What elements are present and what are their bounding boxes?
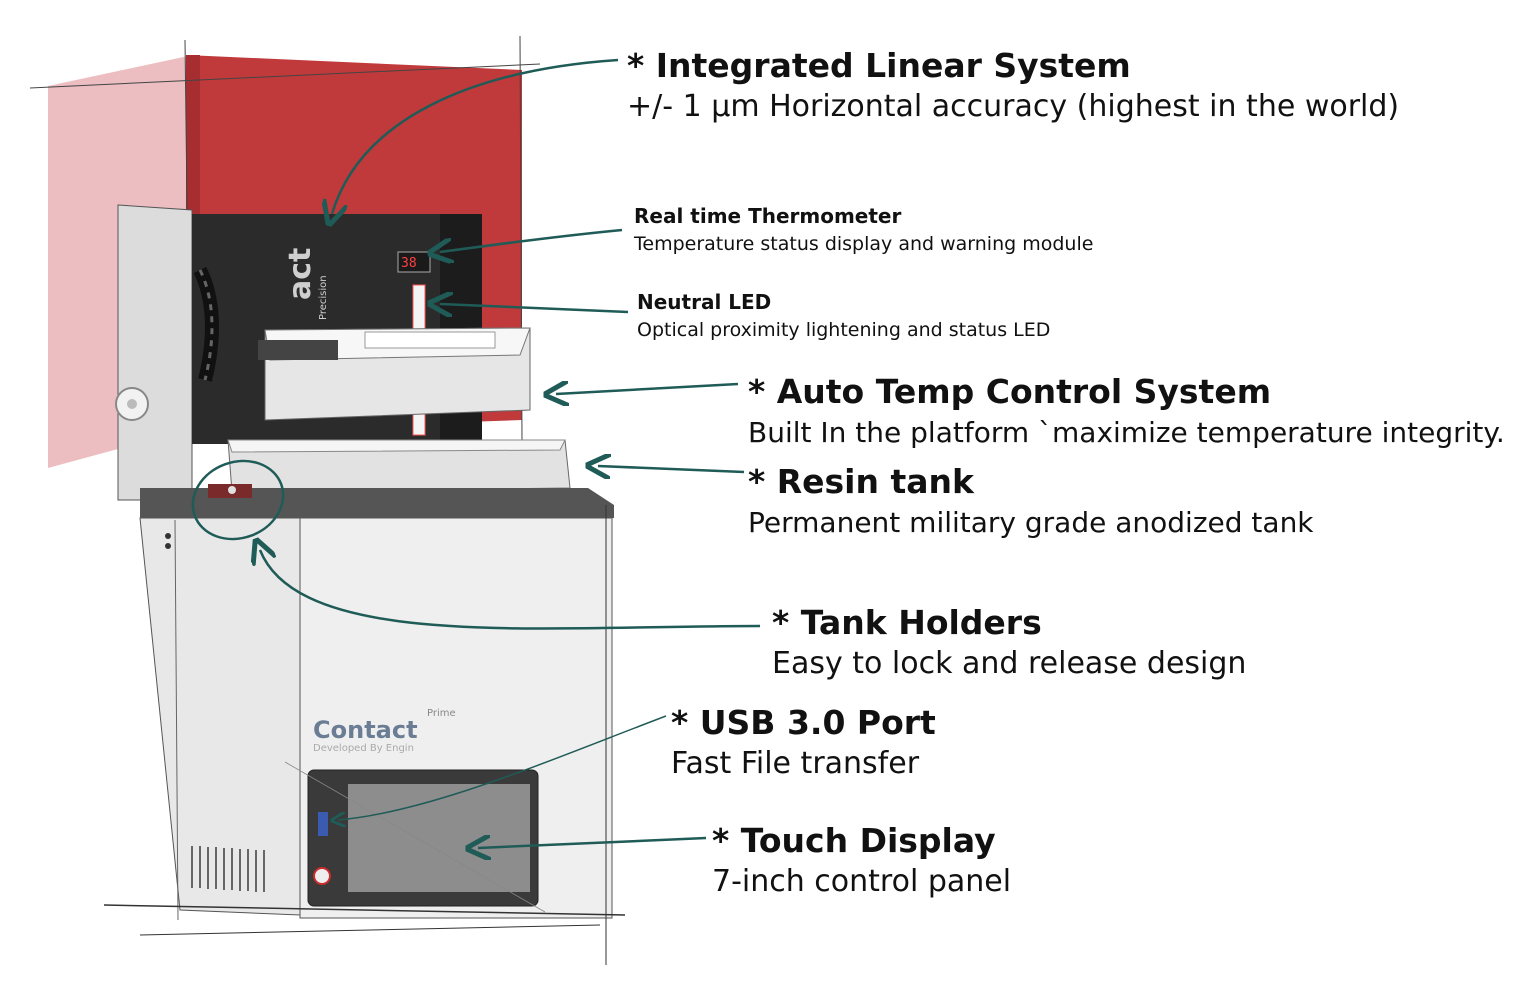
callout-title: * Integrated Linear System bbox=[627, 46, 1131, 85]
side-brand-sub: Precision bbox=[318, 275, 329, 320]
callout-desc: Temperature status display and warning m… bbox=[634, 233, 1094, 255]
callout-title: Real time Thermometer bbox=[634, 204, 902, 228]
arrow-resin bbox=[598, 466, 745, 472]
arrow-holders bbox=[260, 550, 761, 630]
callout-desc: Fast File transfer bbox=[671, 746, 920, 781]
callout-desc: Permanent military grade anodized tank bbox=[748, 506, 1314, 539]
arrow-usb bbox=[338, 715, 667, 820]
arrow-led bbox=[440, 304, 629, 312]
callout-touch-display: * Touch Display 7-inch control panel bbox=[712, 821, 1011, 903]
arrow-linear bbox=[332, 58, 619, 214]
thermometer-reading: 38 bbox=[401, 256, 417, 271]
callout-title: Neutral LED bbox=[637, 290, 772, 314]
callout-linear-system: * Integrated Linear System +/- 1 µm Hori… bbox=[627, 46, 1399, 128]
side-brand-text: act bbox=[283, 248, 318, 300]
callout-resin-tank: * Resin tank Permanent military grade an… bbox=[748, 462, 1314, 544]
callout-desc: Easy to lock and release design bbox=[772, 646, 1247, 681]
callout-arrows bbox=[260, 58, 761, 848]
side-vents bbox=[191, 846, 265, 892]
arrow-temp bbox=[556, 384, 739, 394]
callout-desc: Optical proximity lightening and status … bbox=[637, 319, 1051, 341]
deck bbox=[140, 488, 614, 518]
touch-display-screen[interactable] bbox=[348, 784, 530, 892]
power-button[interactable] bbox=[313, 867, 331, 885]
usb-port[interactable] bbox=[318, 812, 328, 836]
front-sub-text: Developed By Engin bbox=[313, 743, 414, 754]
callout-auto-temp: * Auto Temp Control System Built In the … bbox=[748, 372, 1505, 454]
front-brand-text: Contact bbox=[313, 716, 418, 744]
callout-title: * USB 3.0 Port bbox=[671, 703, 936, 742]
callout-desc: 7-inch control panel bbox=[712, 864, 1012, 899]
cable-chain bbox=[193, 266, 219, 382]
callout-title: * Tank Holders bbox=[772, 603, 1042, 642]
callout-desc: Built In the platform `maximize temperat… bbox=[748, 416, 1505, 449]
arrow-thermo bbox=[440, 228, 623, 252]
callout-title: * Resin tank bbox=[748, 462, 974, 501]
lower-cabinet bbox=[103, 505, 626, 965]
callout-neutral-led: Neutral LED Optical proximity lightening… bbox=[637, 289, 1050, 345]
callout-usb-port: * USB 3.0 Port Fast File transfer bbox=[671, 703, 936, 785]
callout-title: * Auto Temp Control System bbox=[748, 372, 1272, 411]
callout-thermometer: Real time Thermometer Temperature status… bbox=[634, 203, 1093, 259]
front-prime-text: Prime bbox=[427, 708, 456, 719]
callout-title: * Touch Display bbox=[712, 821, 996, 860]
callout-desc: +/- 1 µm Horizontal accuracy (highest in… bbox=[627, 89, 1400, 124]
arrow-display bbox=[478, 838, 707, 848]
callout-tank-holders: * Tank Holders Easy to lock and release … bbox=[772, 603, 1246, 685]
upper-body bbox=[115, 204, 614, 518]
